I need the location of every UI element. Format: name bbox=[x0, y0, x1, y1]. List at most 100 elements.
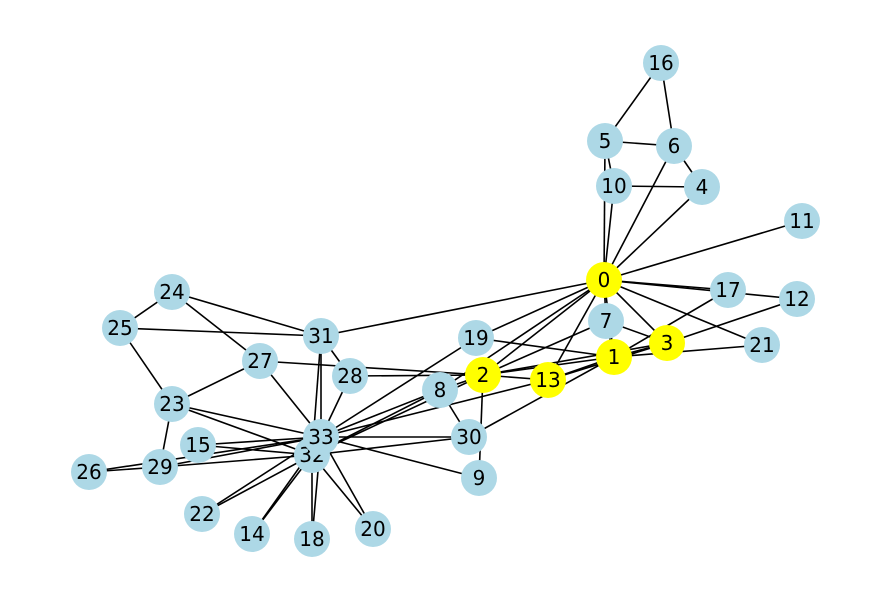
node-14: 14 bbox=[234, 516, 270, 552]
node-23: 23 bbox=[154, 386, 190, 422]
node-label: 29 bbox=[147, 455, 172, 479]
edge-9-33 bbox=[320, 436, 480, 479]
edge-0-11 bbox=[603, 220, 803, 281]
node-circle bbox=[684, 169, 720, 205]
node-10: 10 bbox=[596, 168, 632, 204]
node-label: 14 bbox=[239, 522, 264, 546]
edge-22-32 bbox=[201, 454, 313, 515]
edge-1-30 bbox=[468, 356, 615, 438]
node-circle bbox=[234, 516, 270, 552]
node-circle bbox=[154, 274, 190, 310]
node-circle bbox=[180, 427, 216, 463]
node-33: 33 bbox=[303, 419, 339, 455]
node-circle bbox=[242, 343, 278, 379]
node-label: 10 bbox=[601, 174, 626, 198]
node-21: 21 bbox=[744, 327, 780, 363]
node-label: 19 bbox=[463, 326, 488, 350]
node-label: 28 bbox=[337, 364, 362, 388]
node-24: 24 bbox=[154, 274, 190, 310]
edge-0-19 bbox=[475, 279, 605, 339]
node-label: 23 bbox=[159, 392, 184, 416]
node-0: 0 bbox=[586, 262, 622, 298]
edge-2-3 bbox=[482, 342, 668, 376]
edge-0-6 bbox=[603, 145, 675, 281]
node-4: 4 bbox=[684, 169, 720, 205]
node-label: 11 bbox=[789, 209, 814, 233]
node-circle bbox=[303, 419, 339, 455]
node-20: 20 bbox=[355, 511, 391, 547]
node-circle bbox=[744, 327, 780, 363]
node-28: 28 bbox=[332, 358, 368, 394]
node-circle bbox=[530, 362, 566, 398]
node-label: 2 bbox=[477, 363, 490, 387]
node-label: 12 bbox=[784, 287, 809, 311]
node-label: 26 bbox=[76, 460, 101, 484]
edge-0-17 bbox=[603, 279, 729, 291]
edge-25-31 bbox=[119, 327, 322, 337]
node-circle bbox=[656, 128, 692, 164]
edge-1-17 bbox=[613, 289, 729, 358]
edge-0-2 bbox=[482, 279, 605, 376]
node-9: 9 bbox=[461, 460, 497, 496]
edge-0-4 bbox=[603, 186, 703, 281]
node-3: 3 bbox=[649, 325, 685, 361]
node-29: 29 bbox=[142, 449, 178, 485]
node-label: 1 bbox=[608, 345, 621, 369]
node-circle bbox=[596, 168, 632, 204]
edge-29-33 bbox=[159, 436, 322, 468]
node-label: 3 bbox=[661, 331, 674, 355]
node-label: 22 bbox=[189, 502, 214, 526]
node-label: 18 bbox=[299, 527, 324, 551]
node-circle bbox=[587, 123, 623, 159]
node-circle bbox=[451, 419, 487, 455]
node-18: 18 bbox=[294, 521, 330, 557]
node-circle bbox=[458, 320, 494, 356]
node-2: 2 bbox=[465, 357, 501, 393]
node-label: 13 bbox=[535, 368, 560, 392]
node-label: 27 bbox=[247, 349, 272, 373]
edge-19-33 bbox=[320, 337, 477, 438]
node-circle bbox=[586, 262, 622, 298]
edge-0-13 bbox=[547, 279, 605, 381]
node-13: 13 bbox=[530, 362, 566, 398]
node-30: 30 bbox=[451, 419, 487, 455]
node-11: 11 bbox=[784, 203, 820, 239]
edge-15-33 bbox=[197, 436, 322, 446]
node-label: 21 bbox=[749, 333, 774, 357]
node-25: 25 bbox=[102, 310, 138, 346]
edge-30-32 bbox=[311, 436, 470, 456]
node-label: 15 bbox=[185, 433, 210, 457]
edge-2-7 bbox=[482, 320, 607, 376]
node-5: 5 bbox=[587, 123, 623, 159]
edge-0-5 bbox=[603, 140, 606, 281]
edge-23-33 bbox=[171, 403, 322, 438]
node-circle bbox=[303, 318, 339, 354]
node-label: 17 bbox=[715, 278, 740, 302]
edge-13-33 bbox=[320, 379, 549, 438]
node-1: 1 bbox=[596, 339, 632, 375]
node-circle bbox=[649, 325, 685, 361]
edge-8-33 bbox=[320, 389, 441, 438]
node-label: 20 bbox=[360, 517, 385, 541]
node-label: 7 bbox=[600, 309, 613, 333]
node-16: 16 bbox=[643, 45, 679, 81]
edge-1-21 bbox=[613, 344, 763, 358]
edge-24-27 bbox=[171, 291, 261, 362]
node-26: 26 bbox=[71, 454, 107, 490]
edge-23-32 bbox=[171, 403, 313, 456]
node-label: 25 bbox=[107, 316, 132, 340]
node-19: 19 bbox=[458, 320, 494, 356]
node-circle bbox=[102, 310, 138, 346]
edge-3-12 bbox=[666, 298, 798, 344]
edge-24-31 bbox=[171, 291, 322, 337]
node-circle bbox=[643, 45, 679, 81]
node-circle bbox=[784, 203, 820, 239]
node-circle bbox=[294, 521, 330, 557]
node-circle bbox=[332, 358, 368, 394]
node-label: 24 bbox=[159, 280, 184, 304]
node-circle bbox=[465, 357, 501, 393]
node-label: 0 bbox=[598, 268, 611, 292]
node-circle bbox=[779, 281, 815, 317]
